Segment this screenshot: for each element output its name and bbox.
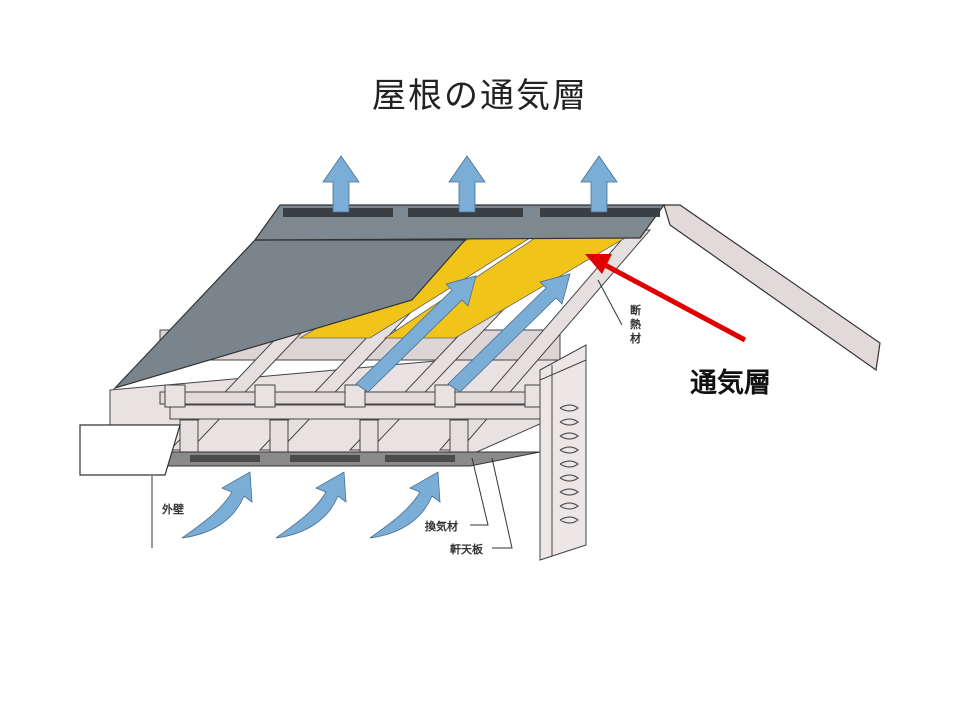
fascia-board bbox=[79, 424, 181, 476]
intake-arrow-3 bbox=[369, 471, 441, 539]
airflow-arrows bbox=[355, 273, 571, 393]
label-soffit-board: 軒天板 bbox=[450, 542, 484, 556]
exhaust-arrow-3 bbox=[580, 155, 618, 213]
intake-arrow-1 bbox=[181, 471, 253, 539]
exhaust-arrow-1 bbox=[322, 155, 360, 213]
label-ventilation-layer: 通気層 bbox=[690, 367, 771, 399]
label-insulation-3: 材 bbox=[630, 331, 641, 345]
slide-title: 屋根の通気層 bbox=[372, 76, 588, 116]
pointer-arrow bbox=[585, 254, 747, 343]
ridge-vent bbox=[253, 204, 666, 241]
intake-arrow-2 bbox=[275, 471, 347, 539]
airflow-arrow-2 bbox=[447, 273, 571, 393]
airflow-arrow-1 bbox=[355, 275, 477, 393]
label-vent-material: 換気材 bbox=[425, 519, 458, 533]
wall-section bbox=[539, 344, 587, 561]
gable-fascia bbox=[663, 204, 881, 372]
label-outer-wall: 外壁 bbox=[161, 502, 184, 516]
intake-arrows bbox=[181, 471, 441, 539]
exhaust-arrows bbox=[322, 155, 618, 213]
exhaust-arrow-2 bbox=[448, 155, 486, 213]
leader-lines bbox=[470, 279, 623, 549]
roof-panel bbox=[113, 239, 467, 390]
label-insulation-1: 断 bbox=[630, 303, 641, 317]
label-insulation-2: 熱 bbox=[630, 317, 641, 331]
soffit-board bbox=[149, 451, 541, 467]
